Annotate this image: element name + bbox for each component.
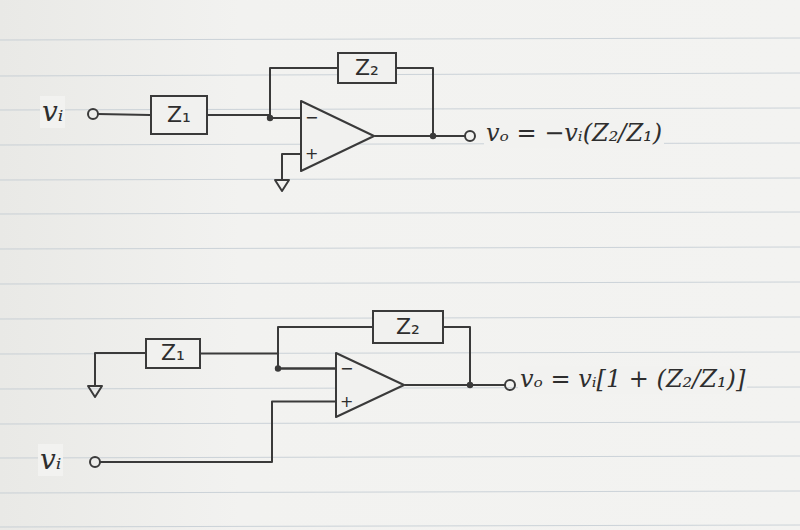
input-wire: [98, 114, 150, 115]
impedance-box: Z₁: [150, 95, 208, 135]
gain-equation: vₒ = vᵢ[1 + (Z₂/Z₁)]: [518, 366, 747, 394]
input-wire: [100, 402, 335, 463]
impedance-name: Z₂: [396, 315, 420, 339]
impedance-name: Z₂: [355, 56, 379, 80]
input-terminal: [88, 109, 98, 119]
input-polarity: +: [340, 394, 353, 410]
input-label: vᵢ: [40, 96, 65, 128]
input-polarity: −: [340, 361, 353, 377]
impedance-name: Z₁: [167, 103, 191, 127]
output-terminal: [465, 131, 475, 141]
ground-symbol: [88, 386, 102, 397]
ground-wire: [95, 353, 145, 386]
opamp-symbol: −+: [300, 100, 375, 172]
impedance-box: Z₁: [145, 338, 201, 369]
ground-symbol: [275, 180, 289, 191]
input-polarity: +: [305, 146, 318, 162]
opamp-outline: [301, 101, 374, 171]
impedance-box: Z₂: [372, 310, 444, 344]
impedance-name: Z₁: [161, 341, 185, 365]
ground-wire: [282, 154, 300, 179]
input-terminal: [90, 457, 100, 467]
output-terminal: [505, 380, 515, 390]
gain-equation: vₒ = −vᵢ(Z₂/Z₁): [484, 120, 664, 148]
opamp-outline: [336, 353, 404, 417]
circuit-wire: [201, 354, 335, 369]
impedance-box: Z₂: [337, 52, 397, 84]
input-label: vᵢ: [38, 444, 63, 476]
opamp-symbol: −+: [335, 352, 405, 418]
input-polarity: −: [305, 110, 318, 126]
